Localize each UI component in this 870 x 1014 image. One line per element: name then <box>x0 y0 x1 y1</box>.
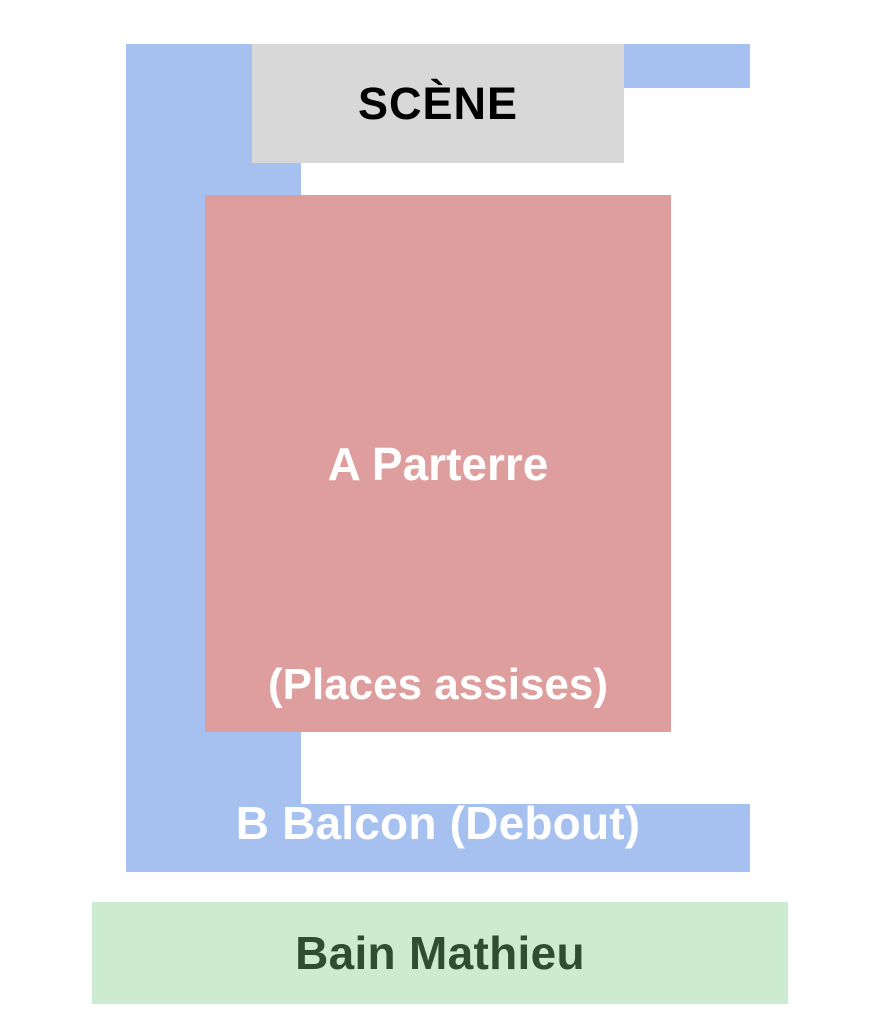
section-balcon-label: B Balcon (Debout) <box>235 797 641 849</box>
venue-name-label: Bain Mathieu <box>295 927 585 979</box>
section-parterre-label: A Parterre <box>327 437 549 490</box>
venue-name-banner: Bain Mathieu <box>92 902 788 1004</box>
section-parterre-sublabel: (Places assises) <box>267 660 609 709</box>
stage-block: SCÈNE <box>252 44 624 163</box>
section-parterre[interactable]: A Parterre (Places assises) <box>205 195 671 732</box>
stage-label: SCÈNE <box>357 77 519 129</box>
